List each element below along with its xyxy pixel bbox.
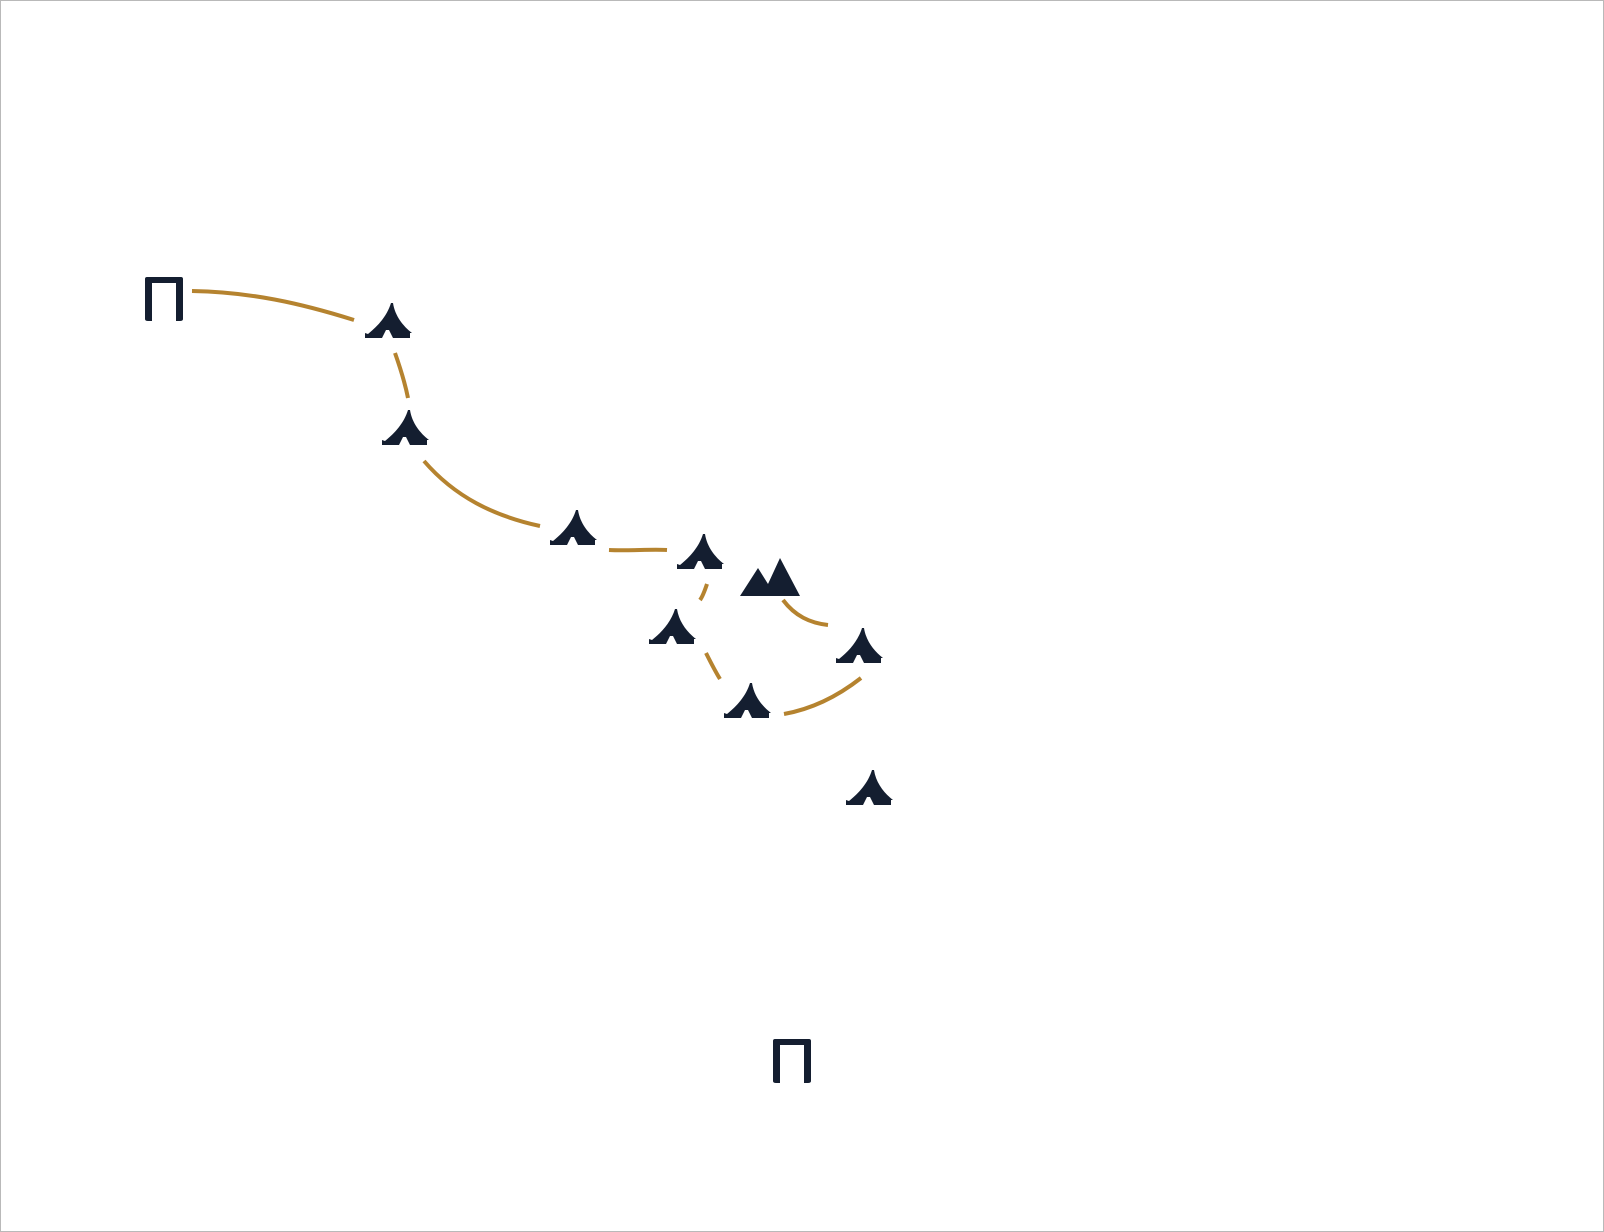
tent-icon[interactable]: [677, 534, 724, 569]
route-segment: [608, 547, 668, 553]
tent-icon[interactable]: [846, 770, 893, 805]
route-segment: [422, 459, 541, 528]
gate-icon[interactable]: [773, 1039, 811, 1083]
tent-icon[interactable]: [550, 510, 597, 545]
gate-icon[interactable]: [145, 277, 183, 321]
route-segment: [783, 676, 863, 716]
route-segment: [393, 352, 410, 399]
tent-icon[interactable]: [649, 609, 696, 644]
route-segment: [698, 583, 709, 602]
route-segment: [704, 652, 722, 681]
route-segment: [781, 598, 829, 627]
tent-icon[interactable]: [382, 410, 429, 445]
mountain-icon[interactable]: [740, 558, 800, 596]
route-segment: [191, 289, 355, 322]
tent-icon[interactable]: [724, 683, 771, 718]
tent-icon[interactable]: [836, 628, 883, 663]
route-layer: [191, 289, 863, 716]
tent-icon[interactable]: [365, 303, 412, 338]
marker-layer: [145, 277, 893, 1083]
